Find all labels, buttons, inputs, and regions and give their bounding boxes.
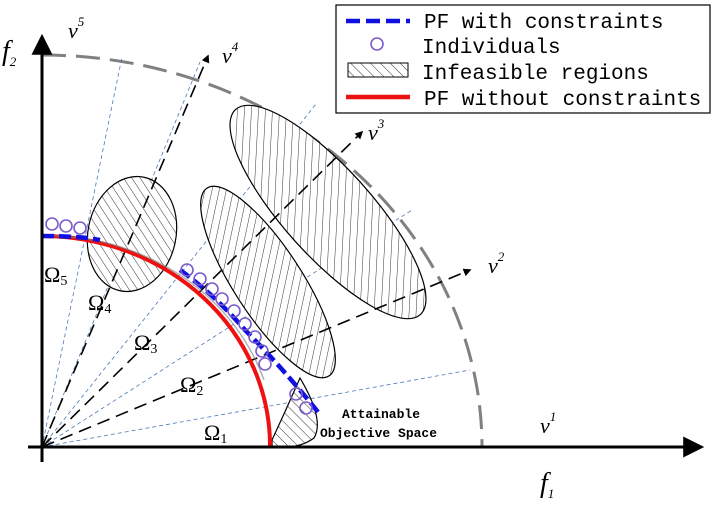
infeasible-region: [200, 185, 336, 379]
divider-line: [41, 61, 201, 448]
infeasible-region: [229, 104, 427, 320]
region-label-omega5: Ω5: [44, 262, 67, 289]
region-label-omega3: Ω3: [134, 330, 157, 357]
individual-marker: [238, 317, 252, 331]
divider-line: [41, 56, 123, 448]
attainable-space-boundary: [41, 53, 484, 448]
pf-without-constraints: [41, 234, 272, 447]
vector-label-v3: v3: [368, 116, 385, 145]
legend-label-pf-constrained: PF with constraints: [424, 12, 663, 35]
legend-label-pf-unconstrained: PF without constraints: [424, 89, 701, 112]
individual-marker: [180, 263, 194, 277]
individual-marker: [248, 330, 262, 344]
individual-marker: [73, 221, 87, 235]
individual-marker: [205, 282, 219, 296]
individual-marker: [59, 219, 73, 233]
individuals: [45, 217, 313, 415]
individual-marker: [45, 217, 59, 231]
legend-label-infeasible: Infeasible regions: [422, 63, 649, 86]
annotation-line2: Objective Space: [320, 426, 437, 441]
region-label-omega2: Ω2: [180, 372, 203, 399]
reference-vector-v2: [41, 268, 472, 448]
legend-infeasible-swatch: [347, 62, 409, 78]
individual-marker: [193, 272, 207, 286]
vector-label-v1: v1: [540, 409, 556, 438]
reference-vector-v3: [41, 130, 364, 448]
region-label-omega1: Ω1: [204, 420, 227, 447]
x-axis-label: f1: [540, 468, 554, 501]
divider-line: [41, 369, 471, 448]
individual-marker: [227, 304, 241, 318]
individual-marker: [289, 387, 303, 401]
vector-label-v4: v4: [222, 39, 239, 68]
region-label-omega4: Ω4: [88, 290, 111, 317]
vector-label-v2: v2: [488, 249, 505, 278]
individual-marker: [255, 344, 269, 358]
vector-label-v5: v5: [68, 14, 85, 43]
legend-label-individuals: Individuals: [422, 37, 561, 60]
y-axis-label: f2: [2, 36, 17, 69]
legend: PF with constraints Individuals Infeasib…: [335, 4, 711, 114]
infeasible-regions: [86, 104, 427, 448]
individual-marker: [299, 401, 313, 415]
annotation-line1: Attainable: [342, 407, 420, 422]
legend-individual-swatch: [370, 37, 384, 51]
individual-marker: [258, 357, 272, 371]
individual-marker: [215, 292, 229, 306]
